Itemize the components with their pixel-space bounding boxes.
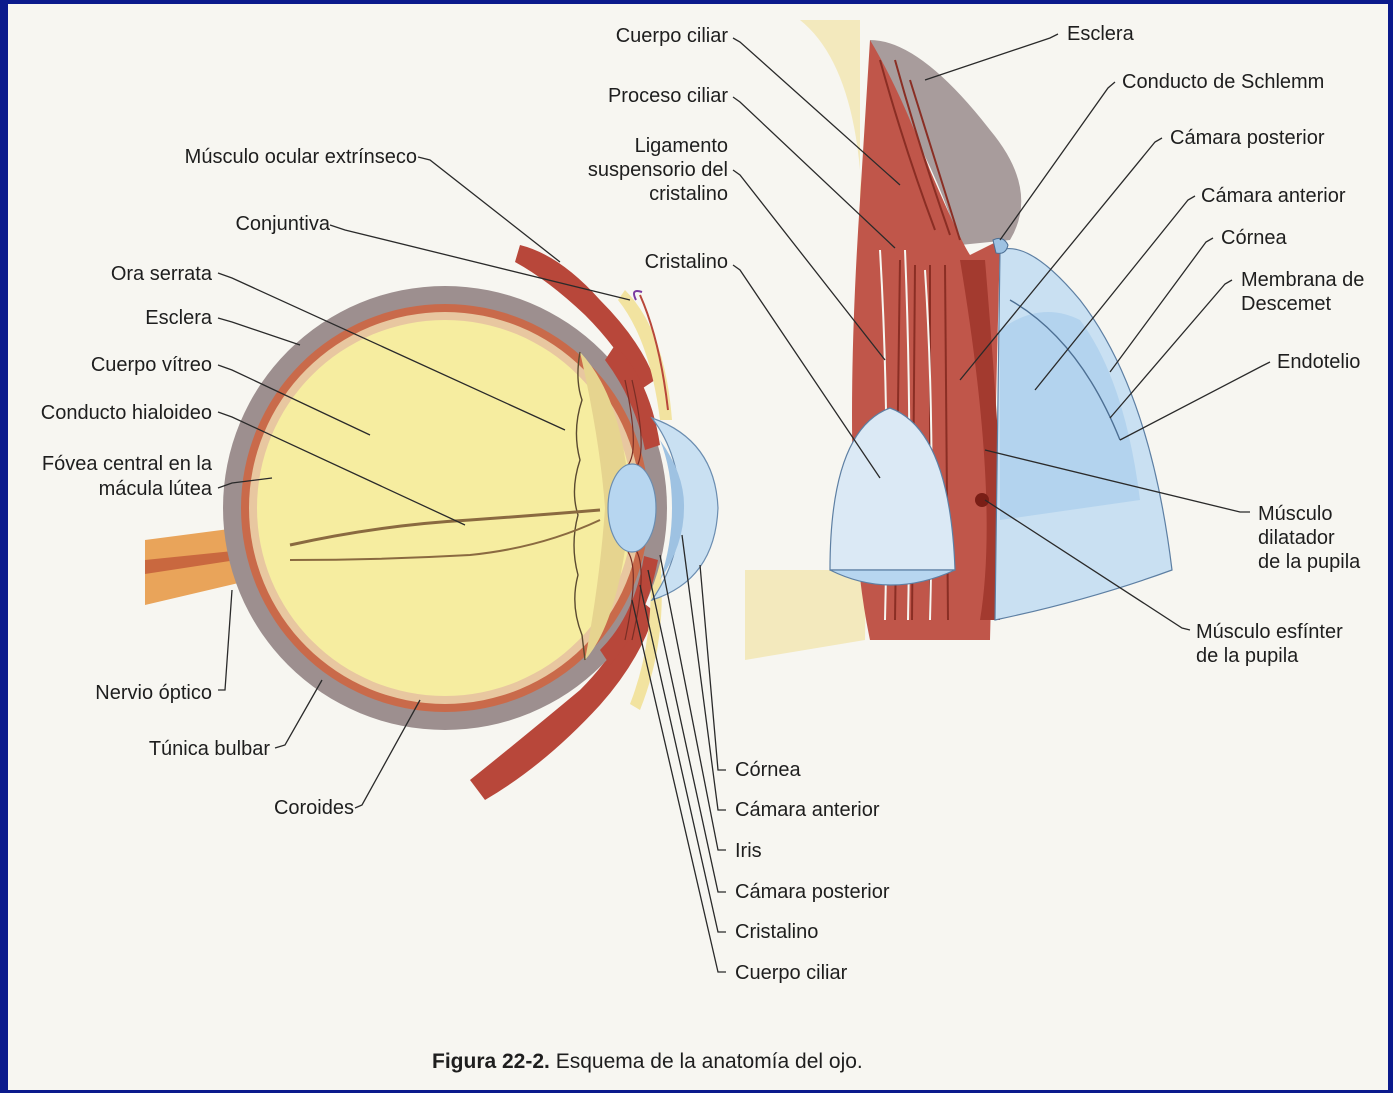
label-esfinter-line2: de la pupila xyxy=(1196,644,1298,668)
label-camara-anterior-bottom: Cámara anterior xyxy=(735,798,880,822)
label-camara-posterior-bottom: Cámara posterior xyxy=(735,880,890,904)
label-cornea-bottom: Córnea xyxy=(735,758,801,782)
label-nervio-optico: Nervio óptico xyxy=(95,681,212,705)
label-ligamento-line2: suspensorio del xyxy=(588,158,728,182)
caption-number: Figura 22-2. xyxy=(432,1050,550,1073)
label-esfinter-line1: Músculo esfínter xyxy=(1196,620,1343,644)
label-membrana-line1: Membrana de xyxy=(1241,268,1364,292)
label-esclera-right: Esclera xyxy=(1067,22,1134,46)
label-membrana-line2: Descemet xyxy=(1241,292,1331,316)
label-endotelio: Endotelio xyxy=(1277,350,1360,374)
label-musculo-ocular-extrinseco: Músculo ocular extrínseco xyxy=(185,145,417,169)
sphincter-muscle-dot xyxy=(975,493,989,507)
detail-anterior-chamber xyxy=(1000,312,1140,520)
label-conducto-schlemm: Conducto de Schlemm xyxy=(1122,70,1324,94)
label-fovea-line2: mácula lútea xyxy=(99,477,212,501)
schlemm-canal xyxy=(993,238,1008,253)
label-cuerpo-ciliar-bottom: Cuerpo ciliar xyxy=(735,961,847,985)
lens xyxy=(608,464,656,552)
label-ligamento-line3: cristalino xyxy=(649,182,728,206)
label-cristalino-bottom: Cristalino xyxy=(735,920,818,944)
label-cristalino-top: Cristalino xyxy=(645,250,728,274)
label-camara-posterior-right: Cámara posterior xyxy=(1170,126,1325,150)
label-ora-serrata: Ora serrata xyxy=(111,262,212,286)
label-conducto-hialoideo: Conducto hialoideo xyxy=(41,401,212,425)
label-esclera-left: Esclera xyxy=(145,306,212,330)
label-dilatador-line1: Músculo xyxy=(1258,502,1332,526)
anterior-segment-detail xyxy=(745,20,1172,660)
label-dilatador-line2: dilatador xyxy=(1258,526,1335,550)
label-proceso-ciliar: Proceso ciliar xyxy=(608,84,728,108)
label-camara-anterior-right: Cámara anterior xyxy=(1201,184,1346,208)
label-conjuntiva: Conjuntiva xyxy=(235,212,330,236)
label-cuerpo-ciliar-top: Cuerpo ciliar xyxy=(616,24,728,48)
whole-eye-section xyxy=(145,245,718,800)
label-iris: Iris xyxy=(735,839,762,863)
label-tunica-bulbar: Túnica bulbar xyxy=(149,737,270,761)
label-cuerpo-vitreo: Cuerpo vítreo xyxy=(91,353,212,377)
label-cornea-right: Córnea xyxy=(1221,226,1287,250)
figure-caption: Figura 22-2. Esquema de la anatomía del … xyxy=(432,1050,863,1074)
label-ligamento-line1: Ligamento xyxy=(635,134,728,158)
label-fovea-line1: Fóvea central en la xyxy=(42,452,212,476)
label-coroides: Coroides xyxy=(274,796,354,820)
caption-text: Esquema de la anatomía del ojo. xyxy=(556,1050,863,1073)
label-dilatador-line3: de la pupila xyxy=(1258,550,1360,574)
